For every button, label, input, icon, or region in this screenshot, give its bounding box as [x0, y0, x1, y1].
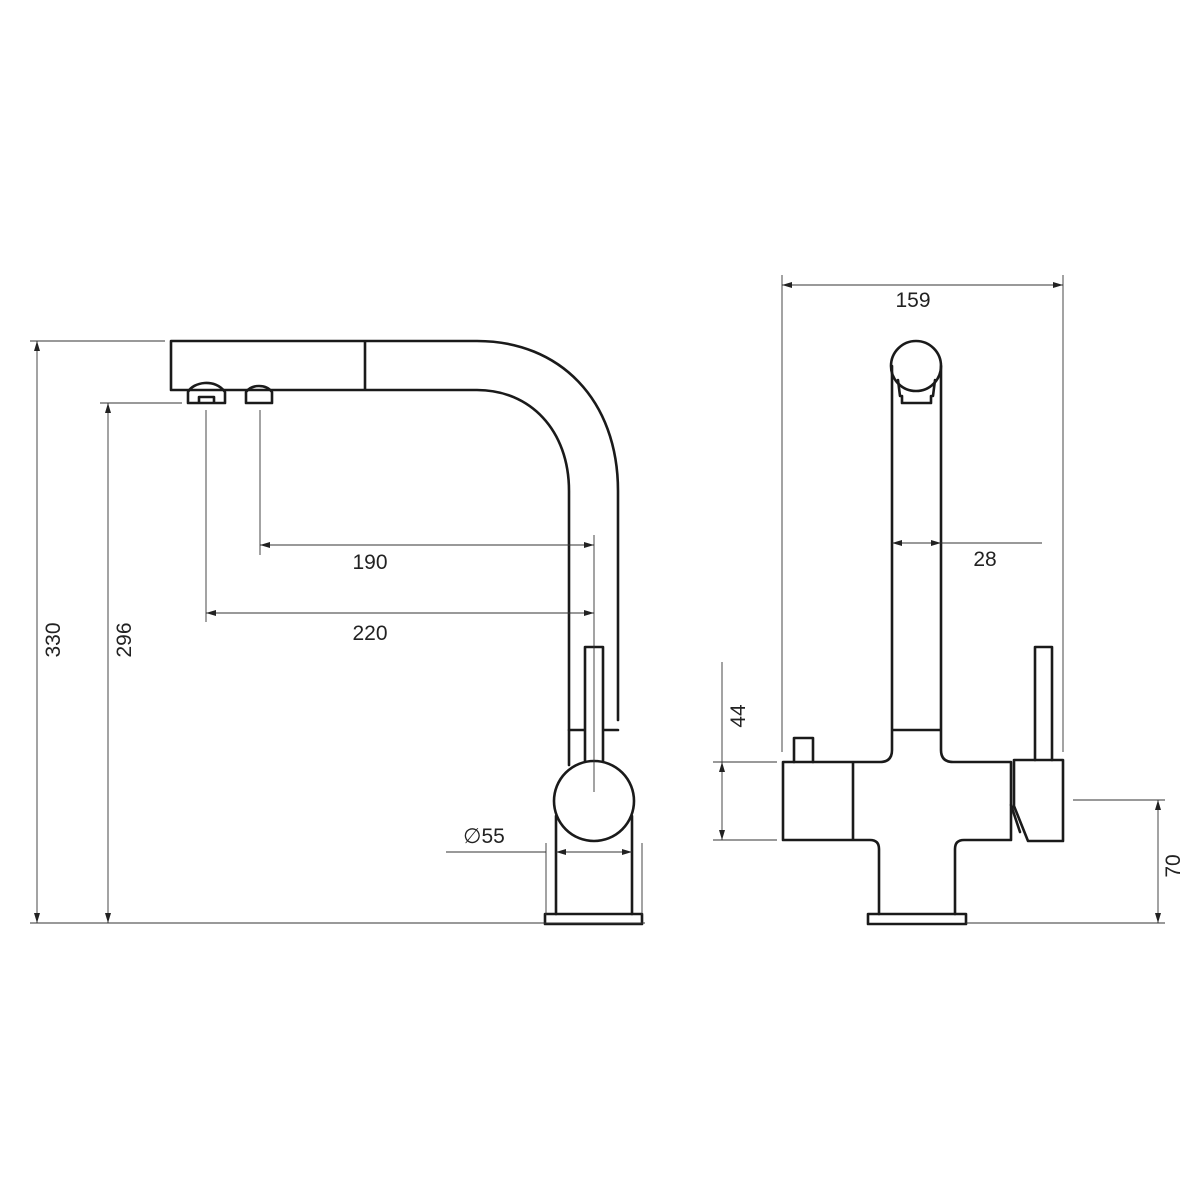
aerator-secondary	[244, 384, 274, 405]
lever	[567, 645, 620, 772]
dim-label-159: 159	[895, 289, 930, 312]
dim-label-296: 296	[113, 622, 136, 657]
side-view-faucet	[169, 339, 644, 926]
dim-label-28: 28	[973, 548, 996, 571]
body	[554, 814, 634, 916]
dim-label-190: 190	[352, 551, 387, 574]
filter-knob	[792, 736, 815, 764]
front-view-dimensions: 159 28 44 70	[713, 275, 1185, 924]
base-plate	[866, 912, 968, 926]
spout-nozzle	[896, 378, 937, 405]
spout-head	[889, 339, 943, 393]
lever-block	[1009, 758, 1065, 843]
spout-outline	[169, 339, 620, 767]
dim-label-220: 220	[352, 622, 387, 645]
aerator-main	[186, 381, 227, 405]
dim-label-330: 330	[42, 622, 65, 657]
dim-label-44: 44	[727, 704, 750, 728]
base-plate	[543, 912, 644, 926]
front-view-faucet	[781, 339, 1065, 926]
lever	[1033, 645, 1054, 762]
side-view-dimensions: 330 296 190 220 ∅55	[30, 340, 645, 924]
dim-label-70: 70	[1162, 854, 1185, 877]
spout-column	[781, 364, 1013, 916]
dim-label-55: ∅55	[463, 825, 505, 848]
